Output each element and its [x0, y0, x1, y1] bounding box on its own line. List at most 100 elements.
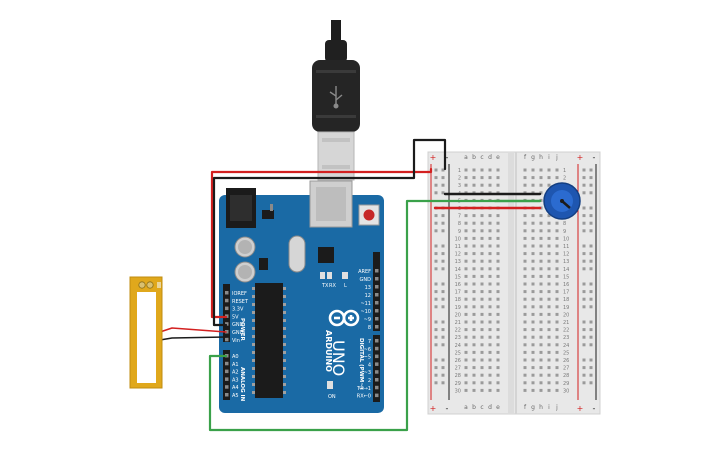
digital-top-pin-0[interactable] [375, 269, 379, 273]
arduino-uno[interactable]: TX RX L ON ARDUINO UNO POWER ANALOG IN D… [219, 180, 384, 413]
breadboard-hole[interactable] [488, 183, 492, 187]
breadboard-hole[interactable] [496, 388, 500, 392]
rail-hole[interactable] [441, 297, 445, 301]
wire-flex-black[interactable] [159, 336, 227, 341]
breadboard-hole[interactable] [480, 343, 484, 347]
breadboard-hole[interactable] [531, 168, 535, 172]
breadboard-hole[interactable] [555, 236, 559, 240]
breadboard-hole[interactable] [488, 244, 492, 248]
breadboard-hole[interactable] [496, 366, 500, 370]
breadboard-hole[interactable] [496, 350, 500, 354]
rail-hole[interactable] [582, 297, 586, 301]
flex-sensor[interactable] [129, 276, 163, 389]
breadboard-hole[interactable] [539, 373, 543, 377]
rail-hole[interactable] [589, 373, 593, 377]
breadboard-hole[interactable] [531, 244, 535, 248]
breadboard-hole[interactable] [480, 229, 484, 233]
breadboard-hole[interactable] [480, 366, 484, 370]
breadboard-hole[interactable] [464, 244, 468, 248]
breadboard-hole[interactable] [539, 282, 543, 286]
breadboard-hole[interactable] [480, 290, 484, 294]
rail-hole[interactable] [589, 343, 593, 347]
breadboard-hole[interactable] [539, 183, 543, 187]
breadboard-hole[interactable] [464, 366, 468, 370]
rail-hole[interactable] [441, 290, 445, 294]
rail-hole[interactable] [434, 343, 438, 347]
breadboard-hole[interactable] [472, 274, 476, 278]
breadboard-hole[interactable] [480, 312, 484, 316]
power-pin-2[interactable] [225, 306, 229, 311]
power-pin-6[interactable] [225, 337, 229, 342]
rail-hole[interactable] [441, 176, 445, 180]
breadboard-hole[interactable] [539, 388, 543, 392]
power-pin-1[interactable] [225, 298, 229, 303]
breadboard-hole[interactable] [547, 168, 551, 172]
breadboard-hole[interactable] [464, 312, 468, 316]
breadboard-hole[interactable] [555, 335, 559, 339]
breadboard-hole[interactable] [531, 290, 535, 294]
breadboard-hole[interactable] [531, 282, 535, 286]
rail-hole[interactable] [582, 320, 586, 324]
breadboard-hole[interactable] [464, 274, 468, 278]
digital-bottom-pin-6[interactable] [375, 385, 379, 390]
breadboard-hole[interactable] [523, 259, 527, 263]
digital-bottom-pin-2[interactable] [375, 354, 379, 359]
breadboard-hole[interactable] [547, 373, 551, 377]
breadboard-hole[interactable] [472, 214, 476, 218]
breadboard-hole[interactable] [472, 259, 476, 263]
breadboard-hole[interactable] [480, 381, 484, 385]
breadboard-hole[interactable] [488, 168, 492, 172]
breadboard-hole[interactable] [523, 358, 527, 362]
breadboard-hole[interactable] [539, 350, 543, 354]
breadboard-hole[interactable] [472, 350, 476, 354]
breadboard-hole[interactable] [488, 320, 492, 324]
breadboard-hole[interactable] [547, 183, 551, 187]
breadboard-hole[interactable] [496, 214, 500, 218]
breadboard-hole[interactable] [555, 320, 559, 324]
digital-header-bottom[interactable] [373, 335, 380, 402]
breadboard-hole[interactable] [547, 267, 551, 271]
breadboard-hole[interactable] [464, 343, 468, 347]
breadboard-hole[interactable] [496, 244, 500, 248]
breadboard-hole[interactable] [539, 328, 543, 332]
breadboard-hole[interactable] [539, 366, 543, 370]
digital-bottom-pin-4[interactable] [375, 370, 379, 374]
rail-hole[interactable] [582, 381, 586, 385]
breadboard-hole[interactable] [547, 282, 551, 286]
breadboard-hole[interactable] [496, 335, 500, 339]
breadboard-hole[interactable] [496, 328, 500, 332]
rail-hole[interactable] [434, 267, 438, 271]
breadboard-hole[interactable] [464, 176, 468, 180]
rail-hole[interactable] [441, 191, 445, 195]
rail-hole[interactable] [589, 366, 593, 370]
rail-hole[interactable] [582, 206, 586, 210]
rail-hole[interactable] [582, 366, 586, 370]
breadboard-hole[interactable] [488, 373, 492, 377]
rail-hole[interactable] [582, 229, 586, 233]
breadboard-hole[interactable] [488, 388, 492, 392]
digital-bottom-pin-0[interactable] [375, 339, 379, 343]
rail-hole[interactable] [589, 267, 593, 271]
wire-green-a0[interactable] [208, 199, 497, 432]
breadboard-hole[interactable] [480, 320, 484, 324]
breadboard-hole[interactable] [555, 297, 559, 301]
breadboard-hole[interactable] [488, 252, 492, 256]
breadboard-hole[interactable] [555, 381, 559, 385]
breadboard-hole[interactable] [547, 236, 551, 240]
rail-hole[interactable] [434, 259, 438, 263]
rail-hole[interactable] [434, 214, 438, 218]
wire-flex-red[interactable] [159, 327, 227, 333]
breadboard-hole[interactable] [523, 221, 527, 225]
breadboard-hole[interactable] [555, 229, 559, 233]
breadboard-hole[interactable] [531, 350, 535, 354]
breadboard-hole[interactable] [472, 297, 476, 301]
breadboard-hole[interactable] [472, 290, 476, 294]
rail-hole[interactable] [582, 373, 586, 377]
breadboard-hole[interactable] [531, 214, 535, 218]
rail-hole[interactable] [434, 282, 438, 286]
breadboard-hole[interactable] [523, 335, 527, 339]
breadboard-hole[interactable] [547, 358, 551, 362]
breadboard-hole[interactable] [547, 350, 551, 354]
breadboard-hole[interactable] [539, 274, 543, 278]
analog-pin-2[interactable] [225, 369, 229, 374]
